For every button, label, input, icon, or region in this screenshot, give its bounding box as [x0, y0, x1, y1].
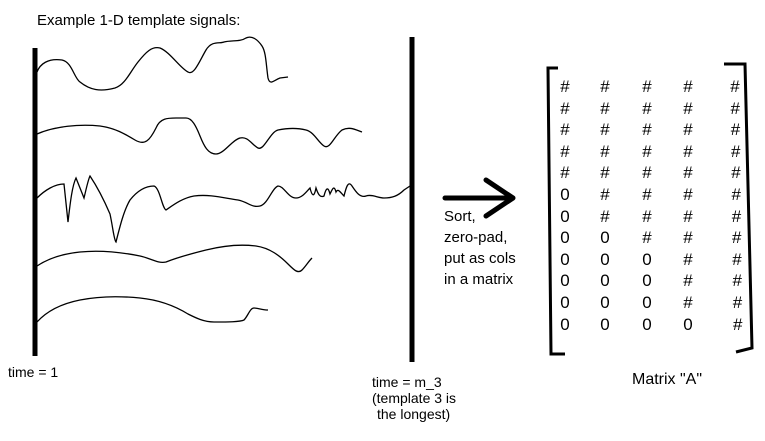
matrix-cell: # — [600, 120, 610, 140]
caption-line-1: Sort, — [444, 208, 476, 225]
matrix-cell: # — [730, 77, 740, 96]
matrix-cell: # — [600, 163, 610, 183]
matrix-cell: # — [731, 206, 742, 226]
matrix-cell: # — [560, 77, 570, 96]
matrix-cell: 0 — [642, 271, 652, 291]
matrix-cell: # — [683, 98, 693, 118]
matrix-cell: # — [730, 120, 741, 140]
matrix-cell: # — [683, 228, 693, 248]
caption-line-4: in a matrix — [444, 271, 514, 288]
signal-2 — [36, 117, 363, 155]
right-arrow-icon — [442, 177, 516, 219]
matrix-cell: # — [600, 206, 610, 226]
matrix-cell: # — [642, 206, 652, 226]
matrix-cell: # — [560, 163, 570, 183]
matrix-cell: 0 — [600, 293, 610, 312]
matrix-cell: # — [683, 141, 693, 161]
time-end-line-1: time = m_3 — [372, 374, 442, 390]
matrix-cell: 0 — [642, 249, 652, 269]
matrix-cell: # — [642, 228, 652, 248]
matrix-cell: # — [560, 98, 570, 118]
caption: Sort, zero-pad, put as cols in a matrix — [444, 206, 516, 290]
matrix-cell: 0 — [560, 206, 570, 226]
matrix-cell: # — [731, 163, 741, 183]
matrix-cell: # — [732, 249, 742, 269]
time-end-line-2: (template 3 is — [372, 390, 457, 406]
matrix-cell: # — [683, 249, 693, 269]
matrix-cell: # — [642, 163, 652, 183]
matrix-cell: # — [683, 120, 693, 140]
time-end-line-3: the longest) — [377, 406, 451, 422]
caption-line-2: zero-pad, — [444, 229, 508, 246]
matrix-cell: # — [560, 120, 570, 140]
signal-3 — [36, 174, 411, 244]
matrix-cell: # — [642, 98, 652, 118]
matrix-cell: 0 — [642, 293, 652, 312]
matrix-cell: # — [600, 77, 610, 96]
matrix-cell: 0 — [560, 293, 570, 312]
matrix-cell: # — [683, 206, 693, 226]
matrix-cell: # — [642, 120, 652, 140]
matrix-cell: # — [683, 271, 693, 291]
signal-1 — [36, 36, 289, 91]
matrix-cell: # — [732, 271, 742, 291]
time-end-label: time = m_3 (template 3 is the longest) — [372, 374, 456, 422]
matrix-cell: # — [733, 314, 743, 334]
matrix-left-bracket — [546, 66, 565, 356]
diagram-title: Example 1-D template signals: — [37, 12, 241, 29]
matrix-cell: 0 — [560, 185, 570, 204]
matrix-right-bracket — [724, 62, 754, 354]
matrix-cell: 0 — [560, 271, 570, 291]
signal-4 — [36, 244, 313, 273]
matrix-cell: # — [732, 293, 743, 312]
matrix-cell: 0 — [642, 314, 652, 334]
time-start-label: time = 1 — [8, 364, 59, 380]
matrix-cell: # — [731, 141, 741, 161]
matrix-cell: # — [642, 77, 652, 96]
matrix-label: Matrix "A" — [632, 371, 703, 388]
matrix-cell: 0 — [600, 249, 610, 269]
matrix-cell: 0 — [600, 271, 610, 291]
matrix-cell: # — [730, 98, 740, 118]
matrix-cell: 0 — [600, 314, 610, 334]
matrix-cell: # — [600, 98, 610, 118]
matrix-cell: # — [683, 163, 693, 183]
matrix-cell: # — [642, 185, 652, 204]
matrix-cell: # — [683, 77, 693, 96]
matrix-cell: 0 — [560, 228, 570, 248]
matrix-cell: # — [683, 185, 693, 204]
matrix-cell: 0 — [683, 314, 693, 334]
matrix-cell: # — [732, 228, 742, 248]
signal-5 — [36, 296, 269, 323]
matrix-cell: # — [731, 185, 741, 204]
matrix-cell: # — [642, 141, 652, 161]
matrix-cell: 0 — [560, 249, 570, 269]
matrix-cell: 0 — [560, 314, 570, 334]
matrix-cell: # — [683, 293, 693, 312]
matrix-cell: # — [600, 141, 610, 161]
matrix-cell: # — [600, 185, 610, 204]
matrix-cell: 0 — [600, 228, 610, 248]
matrix-cell: # — [560, 141, 570, 161]
caption-line-3: put as cols — [444, 250, 516, 267]
